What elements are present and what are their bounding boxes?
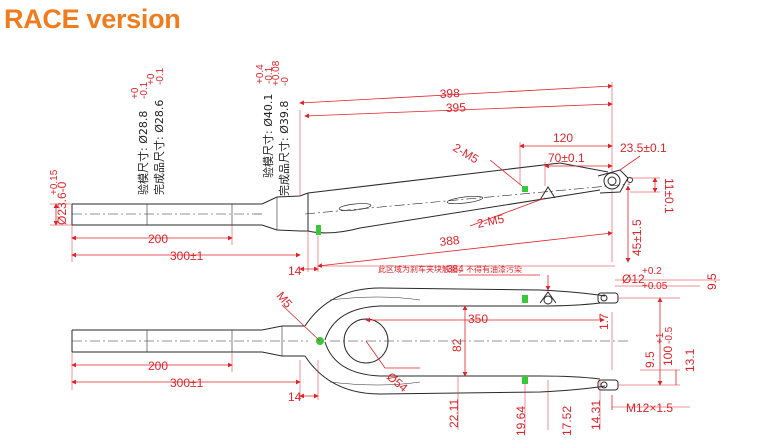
len-398: 398	[439, 86, 460, 101]
len-14: 14	[288, 264, 302, 278]
front-len-200: 200	[148, 359, 168, 373]
len-384-partial: 384	[447, 264, 464, 275]
front-view-outline	[71, 287, 630, 395]
side-view-dimension-lines	[50, 82, 660, 272]
len-395: 395	[446, 100, 467, 115]
mold-upper-dia: 验模尺寸: Ø28.8	[136, 111, 150, 195]
svg-text:-0.1: -0.1	[264, 66, 275, 84]
len-200: 200	[148, 232, 168, 246]
dim-9-5-bottom: 9.5	[643, 351, 657, 368]
thread-m12: M12×1.5	[626, 401, 673, 415]
front-view-dimension-text: 此区域为刹车夹块触面，不得有油漆污染 384 Ø12 +0.2 +0.05 9.…	[148, 264, 719, 436]
dia-54: Ø54	[384, 370, 411, 396]
svg-text:+0: +0	[130, 87, 141, 99]
dim-22-11: 22.11	[447, 399, 461, 428]
len-300: 300±1	[170, 249, 204, 263]
dim-19-64: 19.64	[514, 406, 528, 436]
dia-23-5: 23.5±0.1	[620, 141, 667, 155]
svg-text:-0.1: -0.1	[155, 67, 166, 85]
len-120: 120	[553, 131, 573, 145]
dim-82: 82	[450, 338, 464, 352]
dim-13-1: 13.1	[683, 348, 697, 372]
len-388: 388	[439, 233, 461, 249]
mold-lower-dia: 验模尺寸: Ø40.1	[261, 94, 275, 178]
dim-1-7: 1.7	[597, 313, 611, 330]
side-view-markers	[316, 186, 528, 235]
len-70: 70±0.1	[548, 151, 585, 165]
svg-text:+0.05: +0.05	[642, 281, 668, 292]
dim-11: 11±0.1	[662, 178, 676, 214]
svg-text:-0.5: -0.5	[664, 326, 675, 344]
thread-2-m5-upper: 2-M5	[451, 140, 482, 166]
svg-text:+0: +0	[146, 73, 157, 85]
side-view-dimension-text: Ø23.6-0 +0.15 200 300±1 14 验模尺寸: Ø28.8 +…	[49, 60, 676, 278]
len-350: 350	[468, 312, 488, 326]
page-title: RACE version	[4, 4, 181, 34]
final-lower-dia: 完成品尺寸: Ø39.8	[277, 101, 291, 196]
steerer-diameter-tol: +0.15	[49, 169, 60, 195]
svg-text:-0.1: -0.1	[139, 81, 150, 99]
dim-14-31: 14.31	[589, 400, 603, 430]
dim-17-52: 17.52	[560, 406, 574, 436]
front-len-14: 14	[288, 390, 302, 404]
axle-dia: Ø12	[622, 272, 645, 286]
svg-text:+1: +1	[655, 332, 666, 344]
brake-contact-note: 此区域为刹车夹块触面，不得有油漆污染	[378, 264, 522, 274]
svg-text:-0: -0	[280, 77, 291, 86]
dim-9-5-top: 9.5	[705, 273, 719, 290]
svg-text:+0.4: +0.4	[255, 64, 266, 84]
svg-text:+0.08: +0.08	[271, 60, 282, 86]
thread-m5: M5	[274, 289, 296, 311]
svg-text:+0.2: +0.2	[642, 266, 662, 277]
front-view-dimension-lines	[71, 265, 720, 430]
spacing-100: 100	[661, 346, 675, 366]
offset-45: 45±1.5	[630, 219, 644, 256]
steerer-diameter: Ø23.6-0	[55, 181, 69, 225]
thread-2-m5-lower: 2-M5	[476, 211, 506, 230]
front-len-300: 300±1	[170, 376, 204, 390]
final-upper-dia: 完成品尺寸: Ø28.6	[152, 100, 166, 195]
front-view-markers	[316, 295, 528, 384]
